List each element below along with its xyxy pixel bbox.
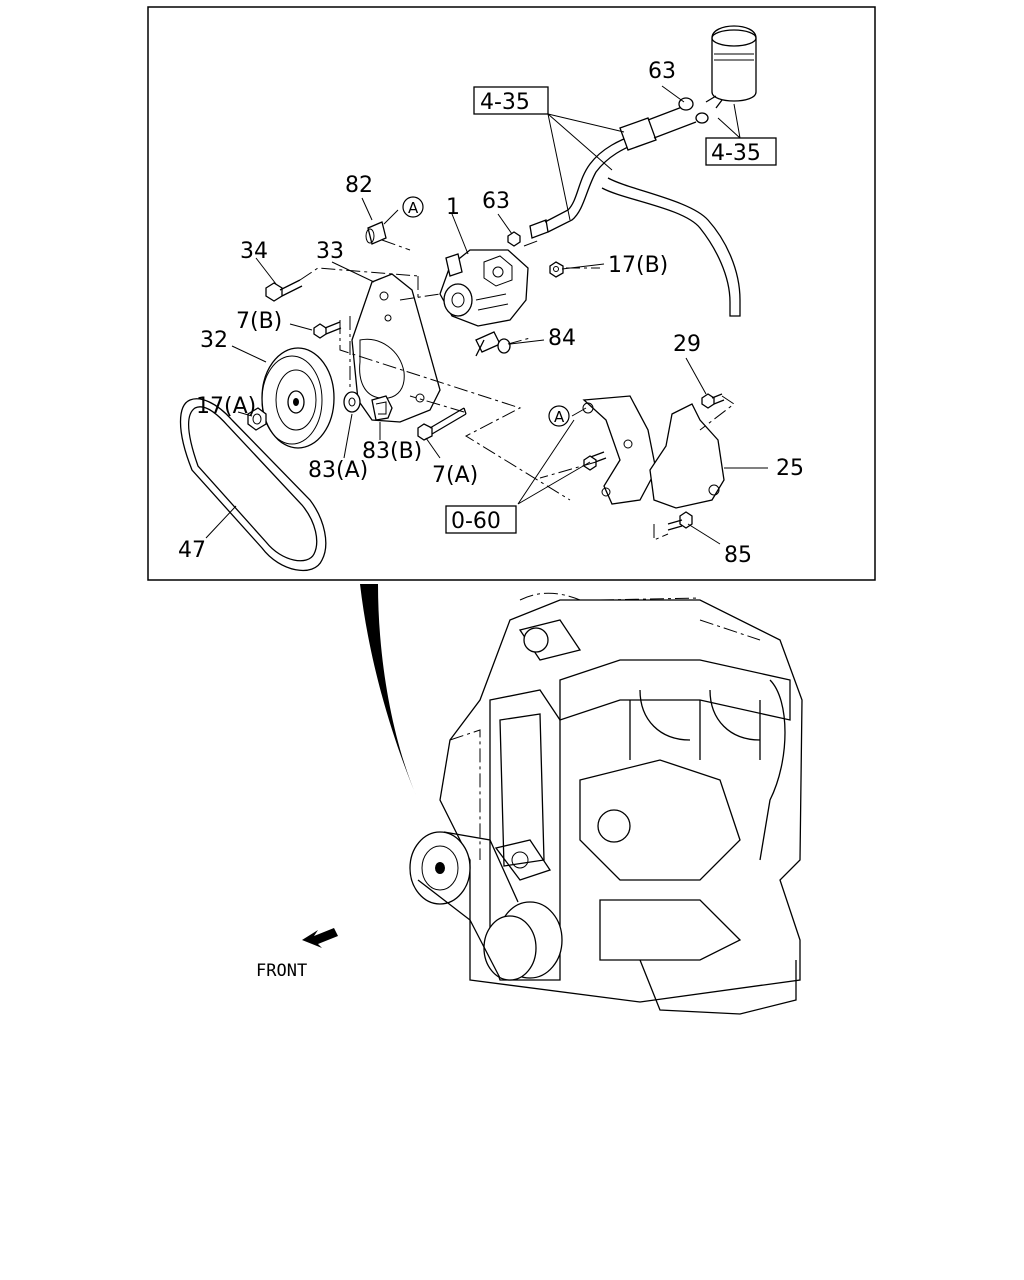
callout-85: 85 (724, 543, 752, 568)
pump-1 (439, 249, 529, 327)
callout-17a: 17(A) (196, 394, 256, 419)
callout-32: 32 (200, 328, 228, 353)
callout-47: 47 (178, 538, 206, 563)
hose-fitting-upper (619, 103, 697, 151)
pulley-32 (261, 347, 335, 449)
reference-label: 4-35 (480, 90, 530, 115)
reservoir (705, 25, 757, 109)
return-hose (601, 177, 741, 317)
front-label: FRONT (256, 961, 307, 981)
bush-82 (365, 221, 387, 245)
callout-63-lower: 63 (482, 189, 510, 214)
reference-label: 0-60 (451, 509, 501, 534)
engine-illustration (409, 592, 803, 1015)
reference-box-4-35-b: 4-35 (705, 137, 777, 166)
bracket-plate-33 (351, 273, 441, 423)
callout-7a: 7(A) (432, 463, 478, 488)
drive-belt-47 (179, 398, 327, 572)
callout-labels: 82 1 63 63 34 33 17(B) 7(B) 32 84 29 17(… (178, 59, 804, 568)
clip-83b (371, 395, 393, 421)
callout-83a: 83(A) (308, 458, 368, 483)
callout-25: 25 (776, 456, 804, 481)
callout-7b: 7(B) (236, 309, 282, 334)
reference-box-0-60: 0-60 (445, 505, 517, 534)
bolt-29 (701, 393, 725, 409)
circle-marker-a-lower: A (548, 405, 570, 427)
callout-33: 33 (316, 239, 344, 264)
washer-83a (343, 391, 361, 413)
callout-1: 1 (446, 195, 460, 220)
reference-box-4-35-a: 4-35 (473, 86, 549, 115)
assembly-lines (299, 239, 735, 541)
callout-34: 34 (240, 239, 268, 264)
front-arrow-icon (302, 928, 338, 948)
leader-lines (205, 85, 768, 545)
union-84 (475, 331, 511, 357)
callout-82: 82 (345, 173, 373, 198)
callout-63-upper: 63 (648, 59, 676, 84)
callout-29: 29 (673, 332, 701, 357)
bracket-25 (582, 395, 725, 509)
crank-pulley (409, 831, 471, 905)
reference-label: 4-35 (711, 141, 761, 166)
marker-letter: A (408, 199, 419, 217)
detail-frame (147, 6, 876, 581)
callout-84: 84 (548, 326, 576, 351)
marker-letter: A (554, 408, 565, 426)
lower-pulley (483, 901, 563, 981)
nut-17b (549, 261, 564, 278)
bolt-85 (667, 511, 693, 531)
pressure-hose (529, 133, 641, 239)
callout-17b: 17(B) (608, 253, 668, 278)
nut-17a (247, 407, 267, 431)
bolt-34 (265, 279, 303, 302)
bolt-7b (313, 321, 342, 339)
bolt-7a (417, 407, 467, 441)
clamp-63-lower (507, 231, 521, 247)
detail-pointer (360, 584, 418, 800)
circle-marker-a-upper: A (402, 196, 424, 218)
callout-83b: 83(B) (362, 439, 422, 464)
